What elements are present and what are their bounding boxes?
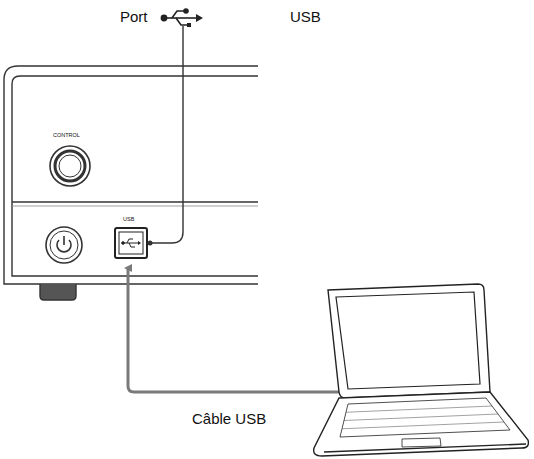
cable-label: Câble USB <box>192 411 266 428</box>
control-label: CONTROL <box>53 132 80 138</box>
usb-title-label: USB <box>290 9 321 26</box>
usb-port <box>115 228 147 258</box>
usb-cable-arrow <box>128 268 352 392</box>
leader-line <box>150 26 183 243</box>
leader-dot <box>148 241 153 246</box>
laptop <box>314 284 529 456</box>
usb-panel-label: USB <box>123 216 134 222</box>
control-knob <box>50 146 90 186</box>
power-button <box>46 227 82 263</box>
usb-symbol <box>161 9 203 27</box>
port-label: Port <box>120 9 148 26</box>
keyboard-keys <box>342 406 504 429</box>
device-housing <box>4 66 258 300</box>
